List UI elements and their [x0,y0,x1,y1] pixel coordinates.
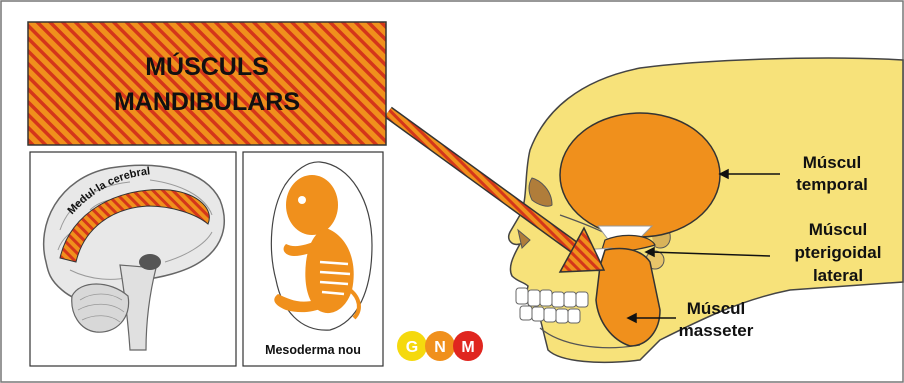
temporal-muscle [560,113,720,237]
title-box [28,22,386,145]
brain-panel: Medul·la cerebral [30,152,236,366]
title-line1: MÚSCULS [145,51,269,81]
label-pterygoid-line2: pterigoidal [795,243,882,262]
label-temporal-line2: temporal [796,175,868,194]
gnm-logo: G N M [397,331,483,361]
label-pterygoid-line3: lateral [813,266,863,285]
logo-letter-n: N [434,339,446,356]
label-temporal-line1: Múscul [803,153,862,172]
embryo-panel: Mesoderma nou [243,152,383,366]
embryo-caption: Mesoderma nou [265,343,361,357]
logo-letter-g: G [406,339,418,356]
label-masseter-line2: masseter [679,321,754,340]
logo-letter-m: M [461,339,474,356]
title-line2: MANDIBULARS [114,88,300,116]
label-masseter-line1: Múscul [687,299,746,318]
label-pterygoid-line1: Múscul [809,220,868,239]
